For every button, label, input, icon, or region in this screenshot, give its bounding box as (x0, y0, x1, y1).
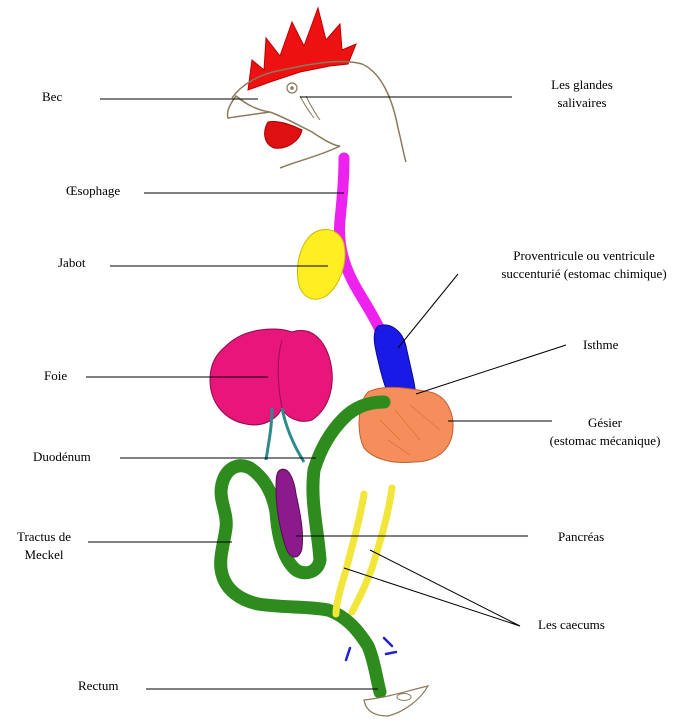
label-rectum: Rectum (78, 678, 119, 693)
rectum (363, 685, 430, 717)
caecum-left (332, 490, 368, 618)
label-pancreas: Pancréas (558, 529, 605, 544)
label-glandes-salivaires: Les glandes salivaires (522, 76, 642, 112)
beak (226, 94, 271, 119)
duodenum-loop (214, 395, 391, 580)
oesophagus (334, 152, 386, 336)
lower-head (269, 111, 341, 169)
intestine (214, 395, 391, 699)
comb (247, 6, 357, 91)
label-bec: Bec (42, 89, 63, 104)
crop (297, 229, 346, 300)
label-proventricule: Proventricule ou ventricule succenturié … (478, 247, 690, 283)
label-proventricule-line2: succenturié (estomac chimique) (501, 266, 667, 281)
eye (286, 82, 298, 94)
hen-head (226, 6, 407, 169)
label-meckel-line2: Meckel (24, 547, 64, 562)
head-outline (231, 60, 407, 163)
label-gesier-line1: Gésier (588, 415, 622, 430)
label-gesier-line2: (estomac mécanique) (549, 433, 661, 448)
label-glandes-line2: salivaires (557, 95, 607, 110)
label-gesier: Gésier (estomac mécanique) (530, 414, 680, 450)
meckel-tract (214, 521, 387, 699)
vessels (344, 636, 398, 662)
leader-caecum-1 (343, 567, 521, 627)
label-oesophage: Œsophage (66, 183, 121, 198)
label-foie: Foie (44, 368, 68, 383)
label-glandes-line1: Les glandes (551, 77, 613, 92)
leader-proventricule (397, 273, 459, 349)
label-tractus-meckel: Tractus de Meckel (4, 528, 84, 564)
caecum-right (348, 484, 396, 616)
label-isthme: Isthme (583, 337, 619, 352)
label-caecums: Les caecums (538, 617, 605, 632)
liver (209, 328, 333, 426)
pancreas (275, 468, 303, 558)
leader-lines (86, 96, 567, 690)
leader-caecum-2 (369, 549, 521, 627)
caeca (332, 484, 396, 618)
label-duodenum: Duodénum (33, 449, 91, 464)
leader-isthme (415, 344, 567, 395)
wattle (264, 121, 303, 149)
label-meckel-line1: Tractus de (16, 529, 72, 544)
label-jabot: Jabot (58, 255, 86, 270)
label-proventricule-line1: Proventricule ou ventricule (513, 248, 655, 263)
